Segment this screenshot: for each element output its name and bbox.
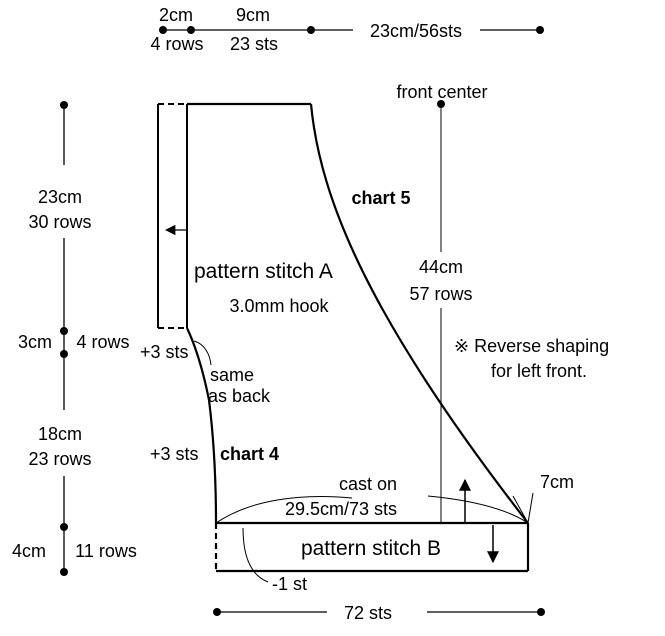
top-d1-rows: 4 rows <box>150 34 203 54</box>
seven-cm-label: 7cm <box>540 472 574 492</box>
same-line2: as back <box>208 386 271 406</box>
note-line2: for left front. <box>491 361 587 381</box>
front-center-dot <box>437 100 445 108</box>
top-d3: 23cm/56sts <box>370 21 462 41</box>
label-mask <box>353 18 480 42</box>
height-cm: 44cm <box>419 257 463 277</box>
chart5-label: chart 5 <box>351 188 410 208</box>
top-d2-cm: 9cm <box>236 5 270 25</box>
top-dimension: 2cm 4 rows 9cm 23 sts 23cm/56sts <box>150 5 544 54</box>
bottom-sts: 72 sts <box>344 603 392 623</box>
leader-7cm-b <box>512 495 529 524</box>
left-dimension: 23cm 30 rows 3cm 4 rows 18cm 23 rows 4cm… <box>12 101 137 576</box>
left-dim-dot <box>60 327 68 335</box>
cast-on-line2: 29.5cm/73 sts <box>285 499 397 519</box>
side-seam-curve <box>186 327 218 524</box>
leader-same-as-back <box>193 340 212 366</box>
note-line1: ※ Reverse shaping <box>454 336 609 356</box>
seg1-cm: 23cm <box>38 187 82 207</box>
garment-outline <box>157 102 530 573</box>
seg3-cm: 18cm <box>38 424 82 444</box>
top-dim-dot <box>187 26 195 34</box>
left-dim-dot <box>60 350 68 358</box>
bottom-dim-dot <box>213 608 221 616</box>
front-center-label: front center <box>396 82 487 102</box>
seg3-rows: 23 rows <box>28 449 91 469</box>
seg4-rows: 11 rows <box>75 541 137 561</box>
left-dim-dot <box>60 523 68 531</box>
leader-minus-1 <box>242 527 269 583</box>
top-dim-dot <box>159 26 167 34</box>
leader-lines <box>193 340 534 583</box>
leader-7cm-a <box>527 492 534 524</box>
leader-cast-on-left <box>215 496 353 524</box>
pattern-b-label: pattern stitch B <box>301 537 441 560</box>
top-dim-dot <box>307 26 315 34</box>
seg2-cm: 3cm <box>18 332 52 352</box>
height-rows: 57 rows <box>409 284 472 304</box>
top-dim-dot <box>536 26 544 34</box>
bottom-dim-dot <box>537 608 545 616</box>
seg4-cm: 4cm <box>12 541 46 561</box>
chart4-label: chart 4 <box>220 444 279 464</box>
top-d2-sts: 23 sts <box>230 34 278 54</box>
label-mask <box>327 600 427 624</box>
left-dim-dot <box>60 101 68 109</box>
front-center-dimension: 44cm 57 rows <box>396 100 486 523</box>
pattern-a-label: pattern stitch A <box>194 260 333 283</box>
same-line1: same <box>210 365 254 385</box>
bottom-dimension: 72 sts <box>213 600 545 624</box>
plus3-lower: +3 sts <box>150 444 199 464</box>
label-mask <box>396 252 486 308</box>
front-edge-curve <box>309 103 529 524</box>
plus3-upper: +3 sts <box>140 342 189 362</box>
left-dim-dot <box>60 568 68 576</box>
cast-on-line1: cast on <box>339 474 397 494</box>
leader-cast-on-right <box>427 495 529 524</box>
top-d1-cm: 2cm <box>159 5 193 25</box>
seg1-rows: 30 rows <box>28 212 91 232</box>
seg2-rows: 4 rows <box>76 332 129 352</box>
minus1-label: -1 st <box>272 574 307 594</box>
hook-label: 3.0mm hook <box>229 296 329 316</box>
